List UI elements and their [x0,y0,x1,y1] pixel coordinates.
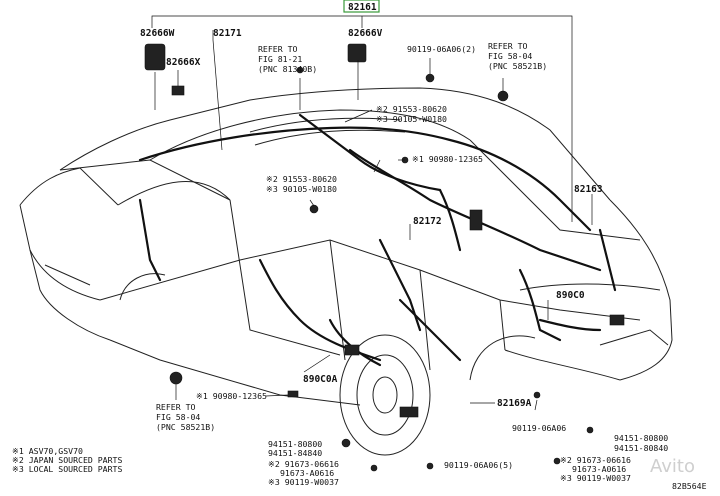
legend-line-3: ※3 LOCAL SOURCED PARTS [12,464,122,474]
part-90105-w0180-top-label: ※3 90105-W0180 [376,114,447,124]
part-91673-a0616-left-label: 91673-A0616 [280,468,334,478]
part-82161-label: 82161 [348,2,377,13]
part-82666v-label: 82666V [348,28,383,39]
part-890c0-label: 890C0 [556,290,585,301]
legend-line-2: ※2 JAPAN SOURCED PARTS [12,455,122,465]
part-91553-80620-mid-label: ※2 91553-80620 [266,174,337,184]
svg-text:(PNC 58521B): (PNC 58521B) [488,61,547,71]
part-91673-06616-left-label: ※2 91673-06616 [268,459,339,469]
refer-box-58-04-top: REFER TO FIG 58-04 (PNC 58521B) [488,41,547,71]
refer-box-81-21: REFER TO FIG 81-21 (PNC 81340B) [258,44,317,74]
part-82172-label: 82172 [413,216,442,227]
svg-text:FIG 58-04: FIG 58-04 [156,412,200,422]
part-82171-label: 82171 [213,28,242,39]
part-90119-06a06-label: 90119-06A06 [512,423,566,433]
part-90980-12365-bottom-label: ※1 90980-12365 [196,391,267,401]
part-90119-06a06-5-label: 90119-06A06(5) [444,460,513,470]
part-90105-w0180-mid-label: ※3 90105-W0180 [266,184,337,194]
wire-harnesses [138,113,617,367]
legend: ※1 ASV70,GSV70 ※2 JAPAN SOURCED PARTS ※3… [12,446,122,474]
svg-text:FIG 58-04: FIG 58-04 [488,51,532,61]
part-90119-06a06-2-label: 90119-06A06(2) [407,44,476,54]
part-82666x-label: 82666X [166,57,201,68]
svg-text:(PNC 81340B): (PNC 81340B) [258,64,317,74]
svg-text:REFER TO: REFER TO [488,41,528,51]
part-82666w-label: 82666W [140,28,175,39]
watermark: Avito [650,456,695,477]
part-94151-80800-right-label: 94151-80800 [614,433,668,443]
svg-text:REFER TO: REFER TO [156,402,196,412]
part-91673-06616-right-label: ※2 91673-06616 [560,455,631,465]
part-94151-84840-left-label: 94151-84840 [268,448,322,458]
top-part-box [343,0,380,13]
part-94151-80840-right-label: 94151-80840 [614,443,668,453]
part-890c0a-label: 890C0A [303,374,338,385]
part-90980-12365-top-label: ※1 90980-12365 [412,154,483,164]
svg-text:FIG 81-21: FIG 81-21 [258,54,302,64]
refer-box-58-04-bottom: REFER TO FIG 58-04 (PNC 58521B) [156,402,215,432]
car-body-outline [19,87,673,456]
svg-text:(PNC 58521B): (PNC 58521B) [156,422,215,432]
part-82169a-label: 82169A [497,398,532,409]
diagram-code: 82B564E [672,481,707,491]
part-91553-80620-top-label: ※2 91553-80620 [376,104,447,114]
part-94151-80800-left-label: 94151-80800 [268,439,322,449]
part-82163-label: 82163 [574,184,603,195]
legend-line-1: ※1 ASV70,GSV70 [12,446,83,456]
part-90119-w0037-right-label: ※3 90119-W0037 [560,473,631,483]
leader-lines [151,15,593,411]
svg-text:REFER TO: REFER TO [258,44,298,54]
part-90119-w0037-left-label: ※3 90119-W0037 [268,477,339,487]
part-91673-a0616-right-label: 91673-A0616 [572,464,626,474]
